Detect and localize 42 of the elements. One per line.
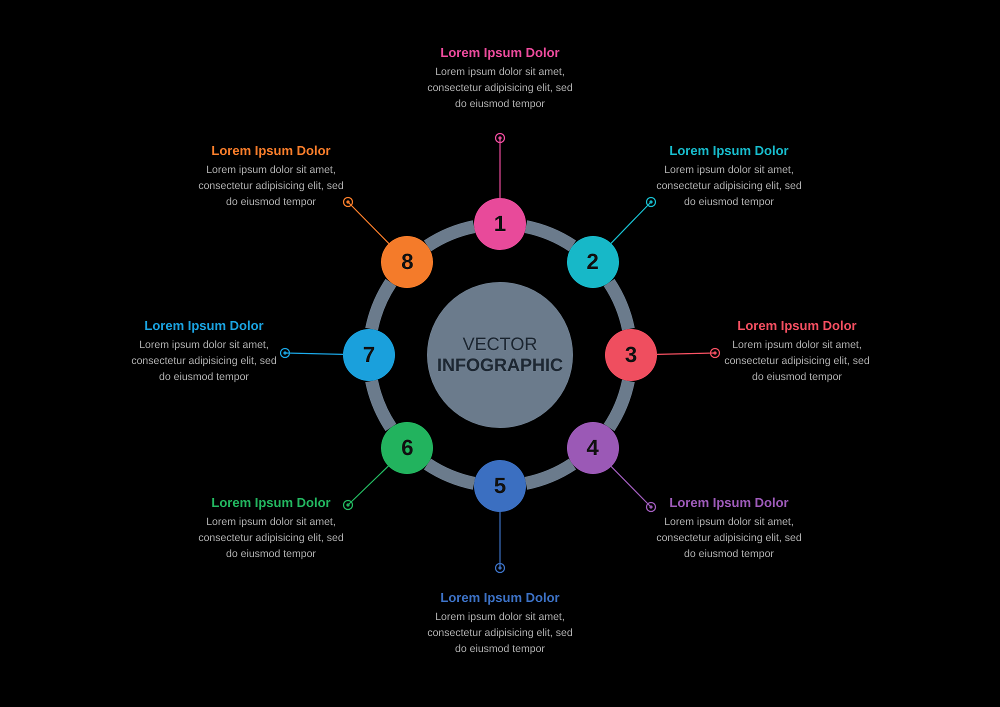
item-heading: Lorem Ipsum Dolor (210, 143, 332, 158)
item-heading: Lorem Ipsum Dolor (210, 495, 332, 510)
number-circle: 6 (381, 422, 434, 474)
item-heading: Lorem Ipsum Dolor (736, 318, 858, 333)
ring-segment (424, 220, 476, 252)
item-description: Lorem ipsum dolor sit amet, consectetur adipisicing elit, sed do eiusmod tempor (426, 610, 574, 657)
item-description: Lorem ipsum dolor sit amet, consectetur adipisicing elit, sed do eiusmod tempor (197, 163, 345, 210)
ring-segment (524, 458, 576, 490)
item-description: Lorem ipsum dolor sit amet, consectetur adipisicing elit, sed do eiusmod tempor (655, 515, 803, 562)
item-heading: Lorem Ipsum Dolor (439, 590, 561, 605)
ring-segment (424, 458, 476, 490)
number-circle: 5 (474, 460, 526, 512)
leader-line (610, 466, 656, 512)
item-description: Lorem ipsum dolor sit amet, consectetur adipisicing elit, sed do eiusmod tempor (655, 163, 803, 210)
item-heading: Lorem Ipsum Dolor (143, 318, 265, 333)
number-circle: 7 (343, 329, 395, 381)
item-heading: Lorem Ipsum Dolor (668, 143, 790, 158)
leader-line (342, 196, 390, 244)
ring-segment (365, 379, 396, 431)
item-description: Lorem ipsum dolor sit amet, consectetur adipisicing elit, sed do eiusmod tempor (426, 65, 574, 112)
number-circle: 4 (566, 422, 619, 474)
ring-segment (365, 279, 396, 331)
center-subtitle: VECTOR (462, 334, 538, 355)
item-description: Lorem ipsum dolor sit amet, consectetur adipisicing elit, sed do eiusmod tempor (197, 515, 345, 562)
number-circle: 2 (566, 236, 619, 288)
number-circle: 1 (474, 198, 526, 250)
item-heading: Lorem Ipsum Dolor (668, 495, 790, 510)
leader-line (280, 348, 344, 358)
item-description: Lorem ipsum dolor sit amet, consectetur adipisicing elit, sed do eiusmod tempor (723, 338, 871, 385)
ring-segment (524, 220, 576, 252)
leader-line (494, 512, 506, 574)
leader-line (610, 196, 656, 244)
ring-segment (604, 279, 635, 331)
leader-line (656, 348, 720, 358)
item-description: Lorem ipsum dolor sit amet, consectetur adipisicing elit, sed do eiusmod tempor (130, 338, 278, 385)
center-title: INFOGRAPHIC (437, 355, 563, 376)
leader-line (494, 132, 506, 198)
leader-line (342, 465, 390, 510)
item-heading: Lorem Ipsum Dolor (439, 45, 561, 60)
ring-segment (604, 379, 635, 431)
number-circle: 3 (605, 329, 657, 381)
number-circle: 8 (381, 236, 434, 288)
